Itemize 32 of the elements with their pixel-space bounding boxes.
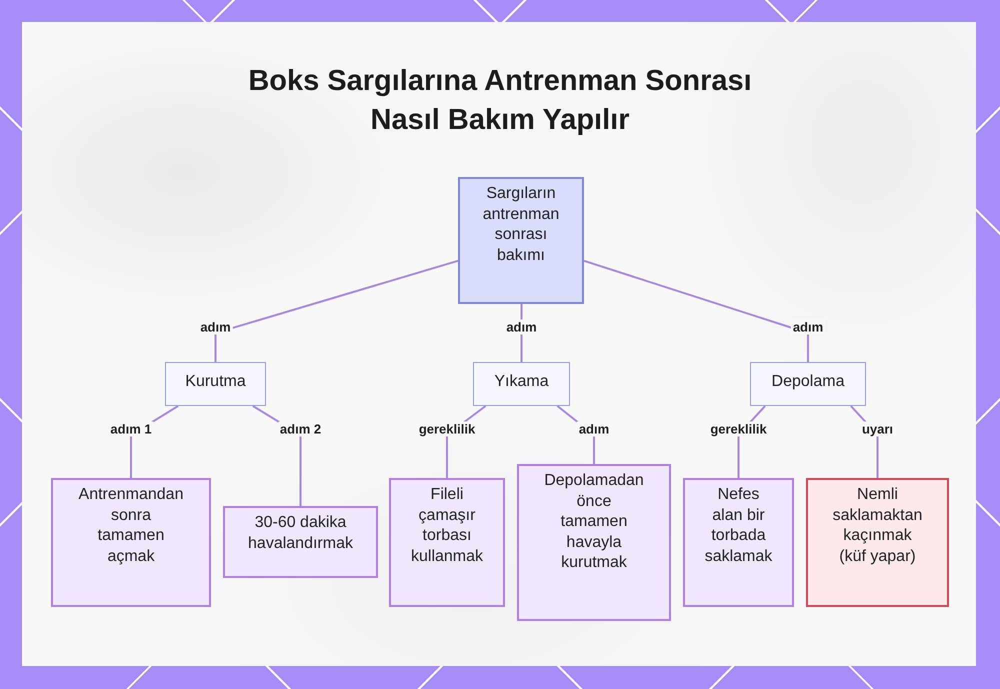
edge-label: uyarı	[860, 422, 896, 436]
edge-label: adım	[790, 320, 826, 334]
detail-box	[51, 478, 211, 607]
process-box	[750, 362, 866, 406]
diagram-title: Boks Sargılarına Antrenman Sonrası Nasıl Bakım Yapılır	[247, 64, 753, 138]
box-label: Fileli çamaşır torbası kullanmak	[410, 485, 484, 567]
box-label: Depolama	[772, 372, 844, 392]
detail-box	[517, 464, 671, 621]
edge-label: adım 1	[108, 422, 154, 436]
box-label: Nemli saklamaktan kaçınmak (küf yapar)	[832, 485, 924, 567]
detail-box	[223, 506, 378, 578]
edge-label: adım 2	[278, 422, 324, 436]
edge-label: adım	[504, 320, 539, 334]
box-label: Antrenmandan sonra tamamen açmak	[78, 485, 184, 567]
warning-box	[806, 478, 949, 607]
box-label: 30-60 dakika havalandırmak	[247, 513, 354, 554]
box-label: Kurutma	[185, 372, 246, 392]
edge-label: adım	[198, 320, 233, 334]
edge-label: gereklilik	[416, 422, 478, 436]
edge-label: gereklilik	[708, 422, 769, 436]
connector-line	[584, 260, 809, 362]
topic-box	[458, 177, 584, 304]
detail-box	[683, 478, 794, 607]
edge-label: adım	[576, 422, 612, 436]
detail-box	[389, 478, 505, 607]
connector-line	[214, 260, 458, 362]
process-box	[165, 362, 266, 406]
box-label: Yıkama	[494, 372, 549, 392]
box-label: Depolamadan önce tamamen havayla kurutmak	[543, 471, 645, 574]
box-label: Nefes alan bir torbada saklamak	[704, 485, 774, 567]
process-box	[473, 362, 570, 406]
box-label: Sargıların antrenman sonrası bakımı	[482, 184, 560, 266]
